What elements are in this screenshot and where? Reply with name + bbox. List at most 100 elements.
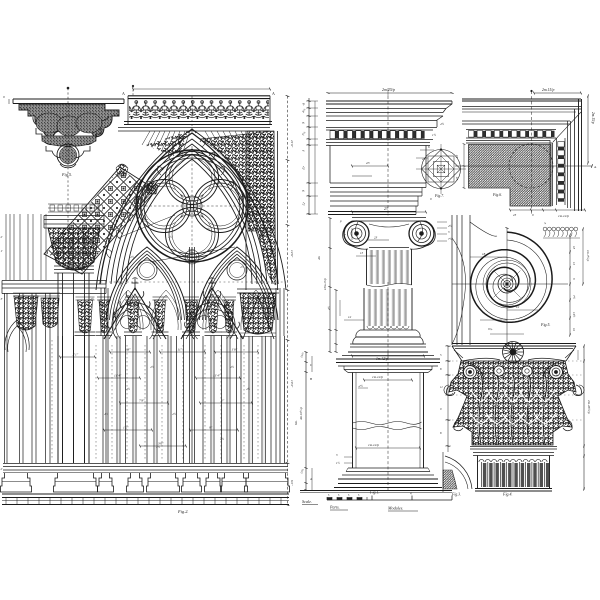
svg-text:1m.12/p: 1m.12/p: [372, 375, 383, 379]
svg-text:1½: 1½: [432, 133, 437, 137]
svg-text:11'4″: 11'4″: [213, 374, 221, 378]
svg-text:4½: 4½: [172, 412, 177, 416]
svg-text:3'8″: 3'8″: [188, 249, 194, 253]
svg-text:9: 9: [532, 213, 534, 217]
svg-text:9: 9: [440, 407, 442, 411]
svg-text:1m.12/p: 1m.12/p: [368, 443, 379, 447]
svg-text:4½: 4½: [90, 297, 95, 301]
svg-text:Fig.4.: Fig.4.: [502, 492, 513, 497]
svg-text:1'8″: 1'8″: [232, 348, 238, 352]
svg-text:4'6″: 4'6″: [142, 219, 148, 223]
svg-text:18: 18: [482, 252, 486, 256]
svg-text:4½: 4½: [301, 108, 306, 114]
svg-text:23: 23: [455, 176, 459, 180]
svg-text:9: 9: [3, 95, 5, 99]
svg-text:23: 23: [374, 236, 378, 240]
svg-text:C: C: [310, 363, 312, 367]
svg-text:2m.15/p: 2m.15/p: [591, 112, 595, 124]
svg-text:8: 8: [440, 367, 442, 371]
svg-text:18: 18: [572, 246, 576, 250]
svg-text:12: 12: [301, 202, 306, 207]
svg-text:3: 3: [301, 149, 305, 152]
svg-text:4½: 4½: [130, 255, 135, 259]
svg-text:10m.15/p: 10m.15/p: [323, 278, 327, 290]
svg-text:A: A: [594, 165, 597, 169]
svg-text:4½: 4½: [230, 365, 235, 369]
svg-text:4: 4: [410, 492, 412, 496]
svg-text:4m.10½/p: 4m.10½/p: [299, 406, 303, 420]
svg-text:3: 3: [338, 494, 340, 497]
svg-text:4½: 4½: [448, 224, 453, 228]
svg-text:4½: 4½: [246, 387, 251, 391]
svg-text:2': 2': [1, 467, 4, 471]
svg-text:3: 3: [358, 494, 360, 497]
svg-text:-9: -9: [301, 102, 306, 106]
svg-text:7'8″: 7'8″: [139, 399, 145, 403]
svg-text:21'0″: 21'0″: [290, 140, 294, 148]
svg-text:4½: 4½: [126, 387, 131, 391]
svg-text:5: 5: [440, 353, 442, 357]
svg-text:4½: 4½: [440, 122, 445, 126]
svg-text:Parts.: Parts.: [329, 505, 340, 510]
svg-text:2m.26½/p: 2m.26½/p: [587, 400, 591, 414]
svg-text:Modules.: Modules.: [387, 506, 403, 511]
svg-text:12: 12: [516, 305, 520, 309]
svg-text:A: A: [272, 91, 275, 96]
svg-text:Fig.3.: Fig.3.: [451, 493, 461, 497]
svg-text:Fig.1.: Fig.1.: [369, 490, 380, 495]
svg-text:9: 9: [430, 197, 432, 201]
svg-text:3: 3: [448, 230, 450, 234]
svg-text:4½: 4½: [220, 437, 225, 441]
svg-text:1m.12/p: 1m.12/p: [558, 214, 569, 218]
svg-text:19'3″: 19'3″: [290, 380, 294, 388]
svg-text:9: 9: [572, 278, 576, 280]
svg-text:5″: 5″: [221, 399, 225, 403]
svg-text:4½: 4½: [168, 235, 173, 239]
svg-text:B: B: [310, 377, 312, 381]
svg-text:4½: 4½: [327, 306, 331, 311]
svg-text:3': 3': [1, 297, 4, 301]
svg-text:1½: 1½: [336, 461, 341, 465]
svg-text:7½: 7½: [448, 237, 453, 241]
svg-text:-2½: -2½: [358, 384, 363, 388]
svg-text:8: 8: [440, 431, 442, 435]
svg-text:6'2″: 6'2″: [290, 480, 294, 486]
svg-text:4½: 4½: [156, 445, 161, 449]
svg-text:1m½: 1m½: [300, 351, 305, 358]
svg-text:14'6″: 14'6″: [290, 250, 294, 258]
svg-text:4½: 4½: [206, 227, 211, 231]
svg-text:p: p: [339, 219, 342, 223]
svg-text:23: 23: [513, 213, 517, 217]
svg-text:16: 16: [572, 328, 576, 332]
svg-text:Scale.: Scale.: [302, 499, 312, 504]
svg-text:4½: 4½: [240, 265, 245, 269]
svg-text:Fig.6.: Fig.6.: [492, 193, 502, 197]
svg-text:9: 9: [301, 121, 305, 124]
svg-text:11: 11: [440, 385, 443, 389]
svg-text:7: 7: [344, 233, 346, 237]
svg-text:12: 12: [348, 315, 352, 319]
svg-text:9″: 9″: [209, 426, 213, 430]
svg-text:23: 23: [366, 161, 370, 165]
svg-text:4½: 4½: [118, 283, 123, 287]
svg-text:1'2″: 1'2″: [123, 426, 129, 430]
svg-text:13½: 13½: [572, 312, 576, 318]
svg-text:Fig.5.: Fig.5.: [61, 172, 72, 177]
svg-text:2': 2': [1, 235, 4, 239]
svg-text:3: 3: [348, 494, 350, 497]
svg-text:11'4″: 11'4″: [114, 374, 122, 378]
svg-text:Fig.2.: Fig.2.: [177, 509, 189, 514]
svg-text:2m.15/p: 2m.15/p: [542, 88, 554, 92]
svg-text:1'8″: 1'8″: [125, 348, 131, 352]
svg-text:4m: 4m: [317, 255, 321, 260]
svg-text:3: 3: [328, 494, 330, 497]
svg-text:2'1″: 2'1″: [73, 353, 79, 357]
svg-text:12: 12: [572, 262, 576, 266]
svg-text:4½: 4½: [104, 412, 109, 416]
svg-text:6m.: 6m.: [294, 420, 298, 425]
svg-text:9: 9: [301, 189, 305, 192]
svg-text:A: A: [310, 477, 313, 481]
svg-text:A: A: [122, 91, 125, 96]
svg-text:3: 3: [336, 453, 338, 457]
svg-text:9¾: 9¾: [488, 327, 493, 331]
